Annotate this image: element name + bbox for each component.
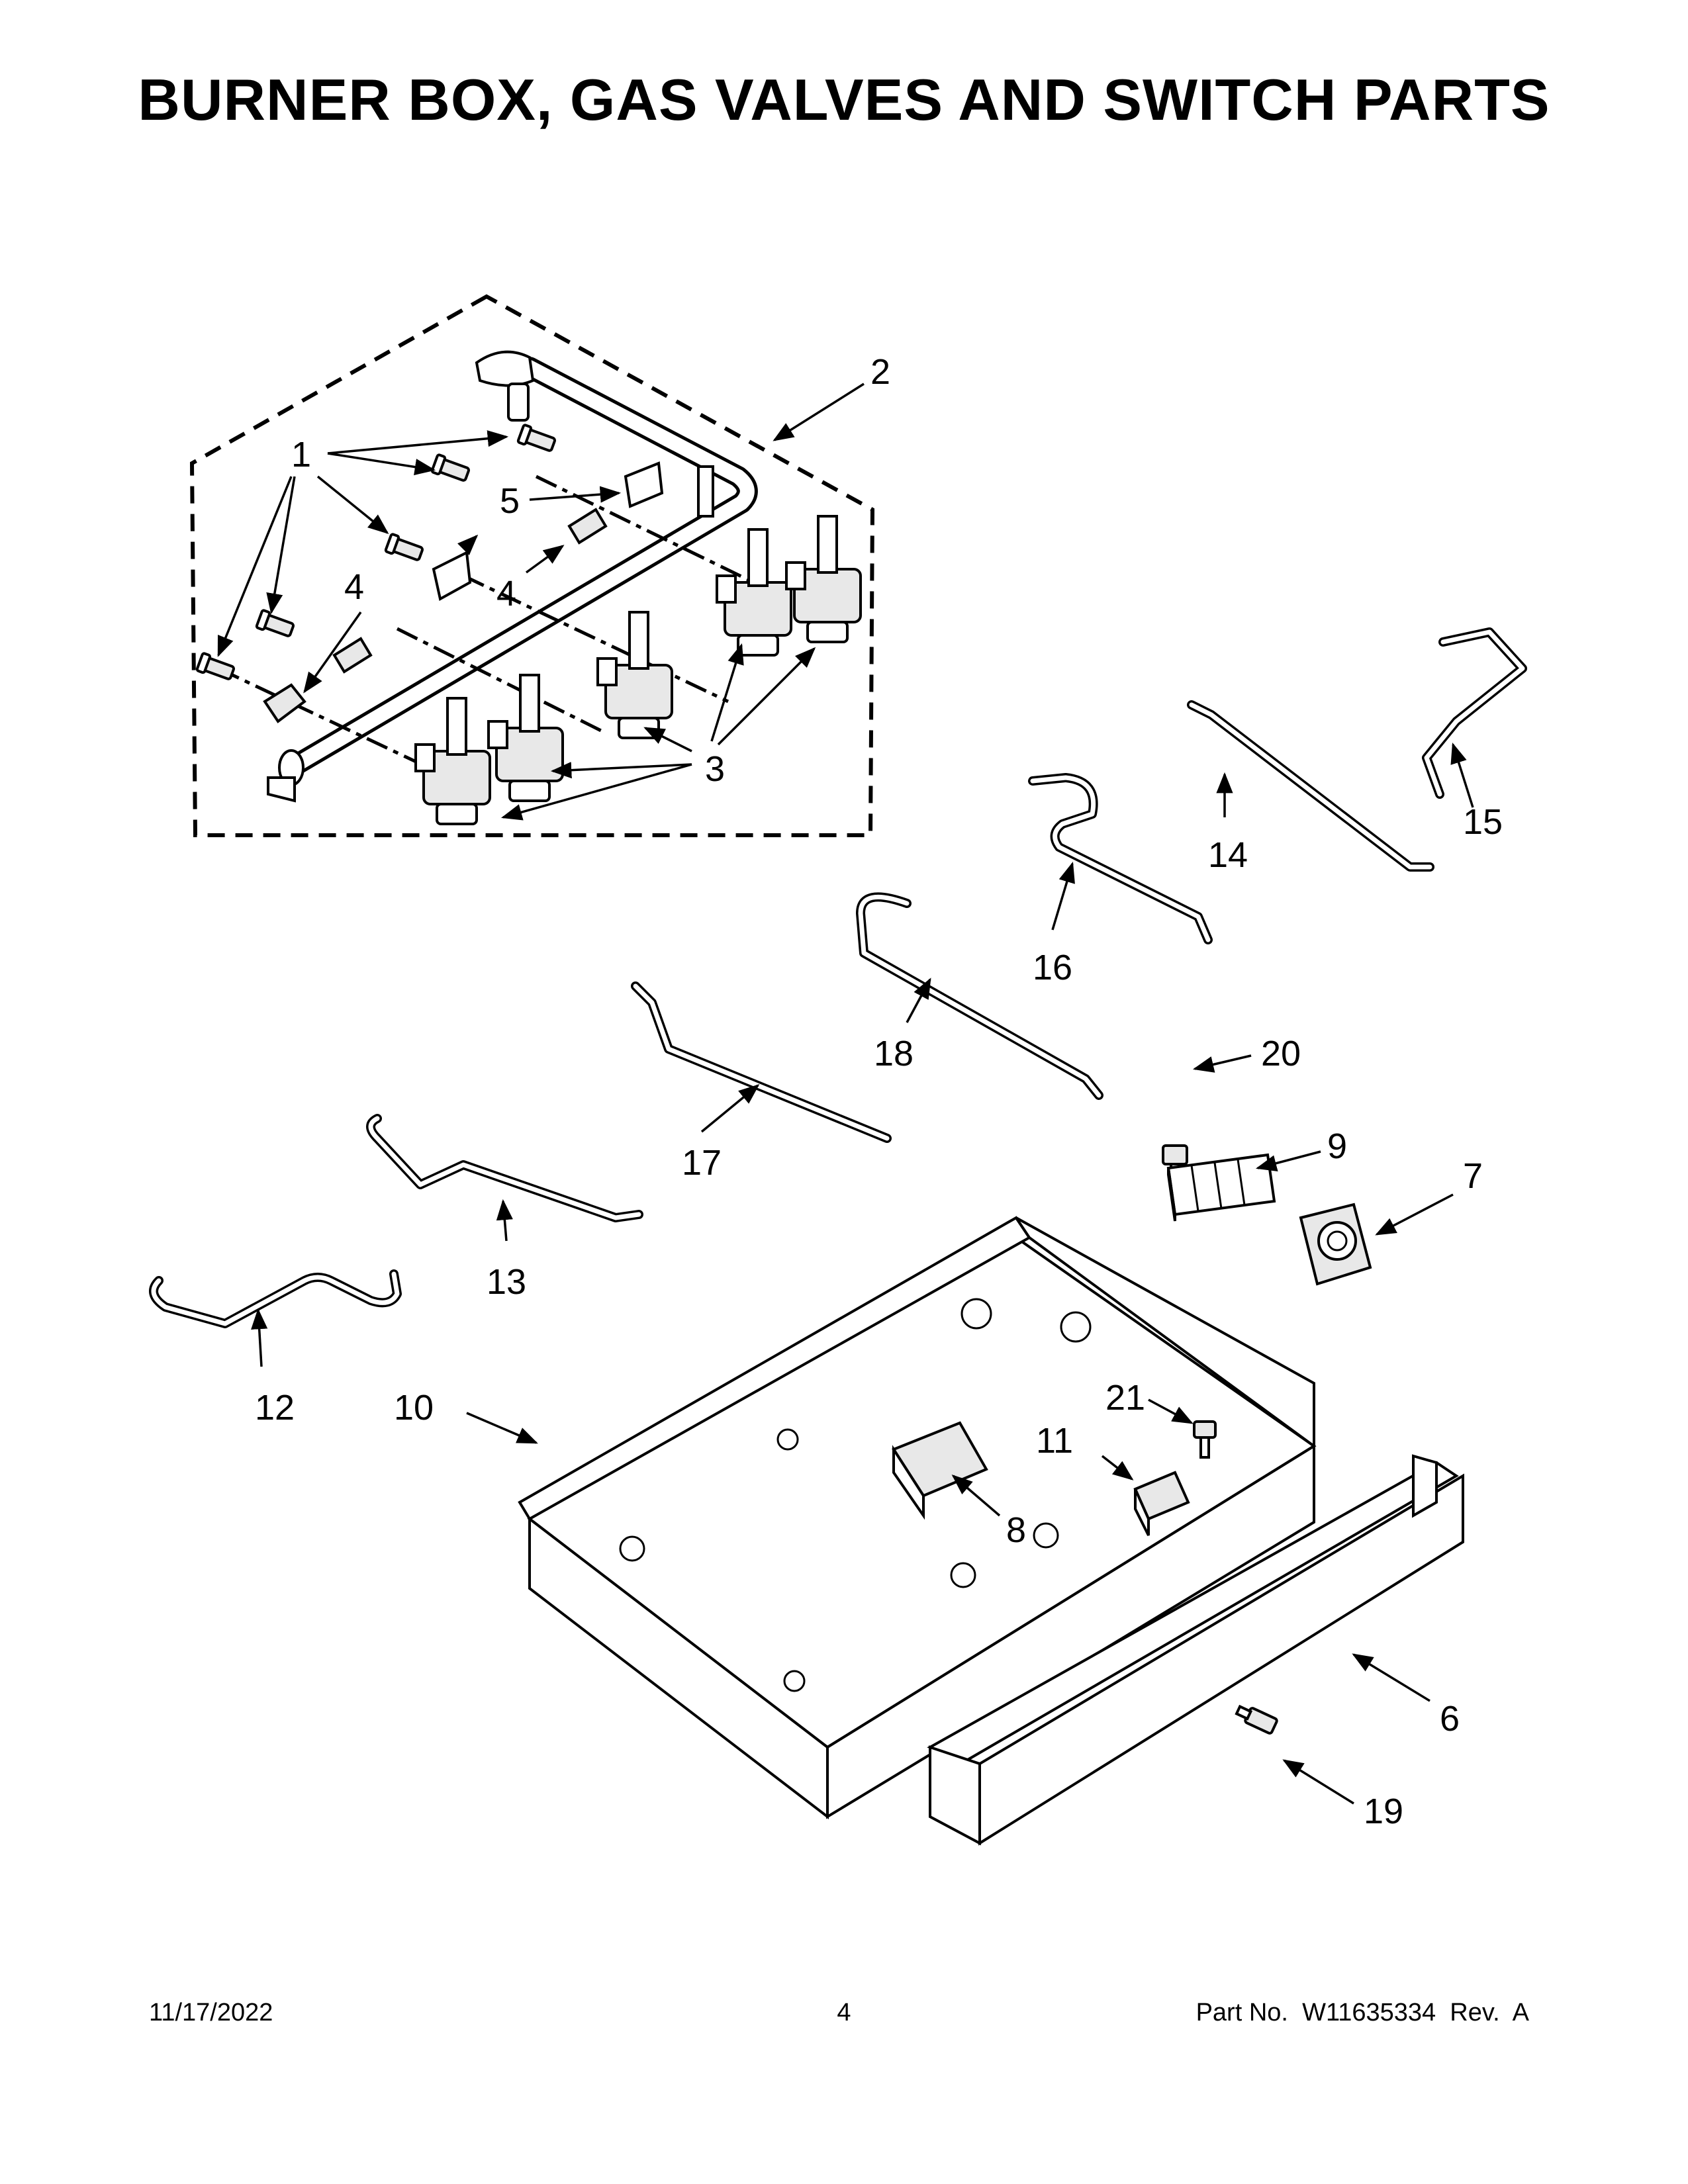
callout-17: 17 [682, 1143, 722, 1183]
callout-2: 2 [870, 352, 890, 392]
callout-19: 19 [1364, 1792, 1403, 1831]
switch-assembly [1162, 1144, 1372, 1286]
callout-15: 15 [1463, 802, 1503, 842]
callout-10: 10 [394, 1388, 434, 1428]
callout-18: 18 [874, 1034, 914, 1073]
leader-lines [217, 383, 1474, 1805]
callout-3: 3 [705, 749, 725, 789]
callout-1: 1 [291, 435, 311, 475]
callout-5: 5 [500, 481, 520, 521]
footer-part-number: Part No. W11635334 Rev. A [1196, 1999, 1529, 2026]
callout-4a: 4 [344, 567, 364, 607]
manifold-pipe [267, 350, 758, 803]
burner-box [518, 1216, 1317, 1820]
callout-12: 12 [255, 1388, 295, 1428]
callout-9: 9 [1327, 1126, 1347, 1166]
callout-13: 13 [487, 1262, 526, 1302]
footer-date: 11/17/2022 [149, 1999, 273, 2026]
callout-6: 6 [1440, 1699, 1460, 1739]
gas-valve-group [414, 515, 862, 825]
callout-11: 11 [1036, 1421, 1073, 1461]
bracket-group [263, 461, 664, 723]
callout-20: 20 [1261, 1034, 1301, 1073]
callout-16: 16 [1033, 948, 1072, 987]
callout-8: 8 [1006, 1510, 1026, 1550]
footer-page-number: 4 [837, 1999, 851, 2026]
page-title: BURNER BOX, GAS VALVES AND SWITCH PARTS [138, 67, 1550, 132]
callout-21: 21 [1105, 1378, 1145, 1418]
callout-4b: 4 [496, 574, 516, 614]
callout-7: 7 [1463, 1156, 1483, 1196]
callout-14: 14 [1208, 835, 1248, 875]
burner-tube-group [149, 627, 1527, 1328]
screw-group [195, 424, 556, 680]
assembly-boundary [189, 294, 875, 837]
front-panel [927, 1454, 1464, 1846]
